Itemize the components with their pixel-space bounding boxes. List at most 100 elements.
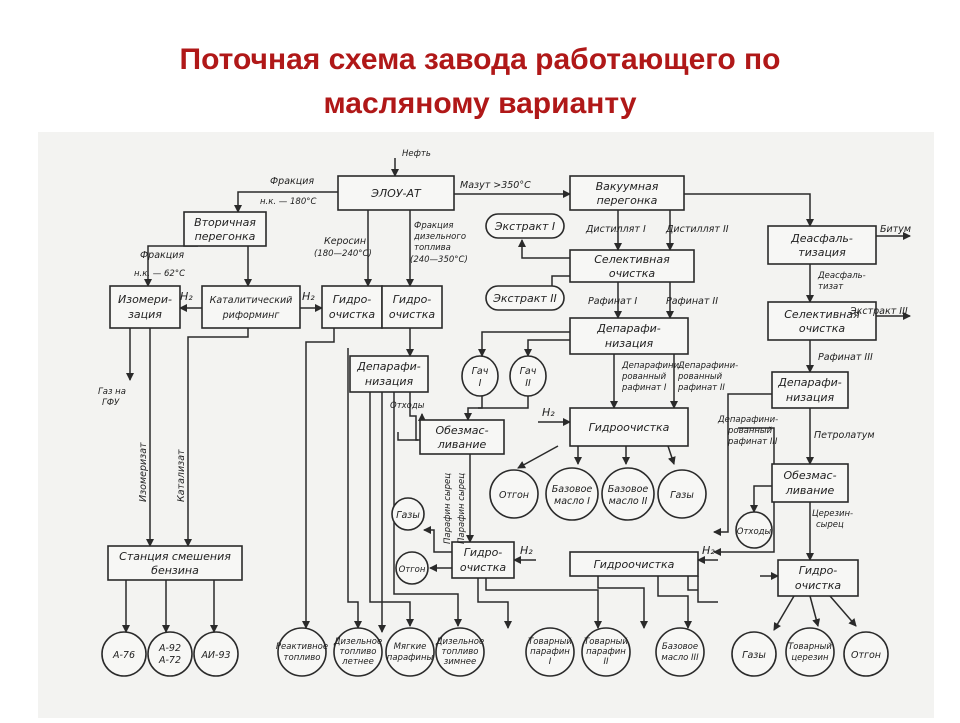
oval-gach1-l2: I	[479, 378, 482, 389]
process-flow-diagram: ЭЛОУ-АТ Вакуумная перегонка Вторичная пе…	[38, 132, 934, 718]
label-catalyzate: Катализат	[176, 449, 187, 502]
circle-diesel-summer-l3: летнее	[341, 657, 374, 667]
box-hydro-left-l1: Гидро-	[464, 546, 503, 559]
box-secondary-l2: перегонка	[195, 230, 256, 243]
circle-base3: Базовое масло III	[655, 627, 705, 677]
label-bitumen: Битум	[880, 224, 911, 235]
label-paraffin-raw-1: Парафин сырец	[443, 473, 453, 544]
box-vacuum-l1: Вакуумная	[596, 180, 659, 193]
circle-paraffin2-l3: II	[603, 657, 609, 667]
box-hydro2-l2: очистка	[389, 308, 435, 321]
circle-soft-paraffins: Мягкие парафины	[385, 627, 435, 677]
circle-base1: Базовое масло I	[545, 467, 599, 521]
box-hydro-mid: Гидроочистка	[569, 407, 689, 447]
circle-base2: Базовое масло II	[601, 467, 655, 521]
circle-otkhody-right: Отходы	[735, 511, 773, 549]
box-hydro-bottom: Гидроочистка	[569, 551, 699, 577]
label-feed: Нефть	[402, 149, 431, 159]
box-selective2-l2: очистка	[799, 322, 845, 335]
oval-extract2-label: Экстракт II	[492, 292, 557, 305]
circle-ai93-label: АИ-93	[200, 650, 230, 661]
label-ceresin-raw-l2: сырец	[816, 520, 844, 530]
box-deasph-l2: тизация	[798, 246, 846, 259]
box-hydro1: Гидро- очистка	[321, 285, 383, 329]
circle-otgon-left-label: Отгон	[399, 565, 426, 575]
title-line-1: Поточная схема завода работающего по	[179, 43, 781, 76]
circle-ceresin-l2: церезин	[791, 653, 829, 663]
box-hydro-right-l2: очистка	[795, 579, 841, 592]
circle-base3-l1: Базовое	[662, 642, 698, 652]
oval-extract2: Экстракт II	[485, 285, 565, 311]
box-dewax1-l1: Депарафи-	[596, 322, 661, 335]
oval-gach1: Гач I	[461, 355, 499, 397]
label-h2-2: H₂	[302, 290, 315, 303]
box-dewax-left-l1: Депарафи-	[356, 360, 421, 373]
circle-base1-l1: Базовое	[552, 484, 593, 495]
circle-base1-l2: масло I	[554, 496, 590, 507]
label-gas-gfu-l2: ГФУ	[102, 398, 120, 408]
circle-diesel-summer-l1: Дизельное	[333, 637, 382, 647]
box-isomer-l1: Изомери-	[118, 293, 172, 306]
box-deasph-l1: Деасфаль-	[790, 232, 853, 245]
box-dewax3-l2: низация	[786, 391, 835, 404]
box-hydro-mid-label: Гидроочистка	[589, 421, 670, 434]
label-fraction1-l2: н.к. — 180°С	[260, 197, 316, 207]
box-deoil-left-l1: Обезмас-	[435, 424, 488, 437]
box-blending-l2: бензина	[151, 564, 199, 577]
label-ceresin-raw-l1: Церезин-	[812, 509, 853, 519]
circle-soft-paraffins-l1: Мягкие	[394, 642, 427, 652]
circle-soft-paraffins-l2: парафины	[387, 653, 434, 663]
box-isomer: Изомери- зация	[109, 285, 181, 329]
label-mazut: Мазут >350°С	[460, 180, 531, 191]
box-hydro-left: Гидро- очистка	[451, 541, 515, 579]
box-hydro2-l1: Гидро-	[393, 293, 432, 306]
label-h2-5: H₂	[702, 544, 715, 557]
label-diesel-frac-l4: (240—350°С)	[410, 255, 468, 265]
label-deasphalt-l1: Деасфаль-	[817, 271, 866, 281]
label-h2-1: H₂	[180, 290, 193, 303]
circle-a92-l1: А-92	[158, 643, 181, 654]
circle-base2-l1: Базовое	[608, 484, 649, 495]
label-diesel-frac-l3: топлива	[414, 243, 451, 253]
circle-ai93: АИ-93	[193, 631, 239, 677]
circle-paraffin2-l2: парафин	[586, 647, 626, 657]
box-selective1-l1: Селективная	[594, 253, 670, 266]
label-h2-4: H₂	[520, 544, 533, 557]
box-dewax1-l2: низация	[605, 337, 654, 350]
label-raffinate3: Рафинат III	[818, 352, 873, 363]
label-dewaxed1-l1: Депарафини-	[621, 361, 682, 371]
circle-diesel-winter-l1: Дизельное	[435, 637, 484, 647]
box-deasph: Деасфаль- тизация	[767, 225, 877, 265]
circle-a92-l2: А-72	[158, 655, 181, 666]
circle-paraffin1-l3: I	[549, 657, 552, 667]
label-raffinate2: Рафинат II	[666, 296, 718, 307]
slide-title: Поточная схема завода работающего по мас…	[0, 38, 960, 126]
circle-a76-label: А-76	[112, 650, 135, 661]
oval-gach1-l1: Гач	[472, 366, 489, 377]
box-selective1: Селективная очистка	[569, 249, 695, 283]
circle-gases-mid: Газы	[657, 469, 707, 519]
oval-extract1: Экстракт I	[485, 213, 565, 239]
box-deoil-right: Обезмас- ливание	[771, 463, 849, 503]
oval-gach2-l2: II	[525, 378, 531, 389]
box-deoil-left: Обезмас- ливание	[419, 419, 505, 455]
box-hydro-bottom-label: Гидроочистка	[594, 558, 675, 571]
oval-gach2: Гач II	[509, 355, 547, 397]
box-hydro-left-l2: очистка	[460, 561, 506, 574]
label-dewaxed3-l2: рованный	[727, 426, 773, 436]
label-gas-gfu-l1: Газ на	[98, 387, 126, 397]
box-reform-l1: Каталитический	[210, 295, 293, 306]
label-diesel-frac-l2: дизельного	[413, 232, 466, 242]
box-blending-l1: Станция смешения	[119, 550, 231, 563]
label-distillate1: Дистиллят I	[585, 224, 646, 235]
label-otkhody: Отходы	[390, 401, 425, 411]
box-secondary: Вторичная перегонка	[183, 211, 267, 247]
label-raffinate1: Рафинат I	[588, 296, 637, 307]
circle-jet-l2: топливо	[284, 653, 321, 663]
label-isomerizate: Изомеризат	[138, 442, 149, 502]
title-line-2: масляному варианту	[323, 87, 637, 120]
circle-paraffin1: Товарный парафин I	[525, 627, 575, 677]
label-dewaxed2-l3: рафинат II	[677, 383, 725, 393]
circle-jet-l1: Реактивное	[276, 642, 328, 652]
circle-ceresin-l1: Товарный	[788, 642, 832, 652]
